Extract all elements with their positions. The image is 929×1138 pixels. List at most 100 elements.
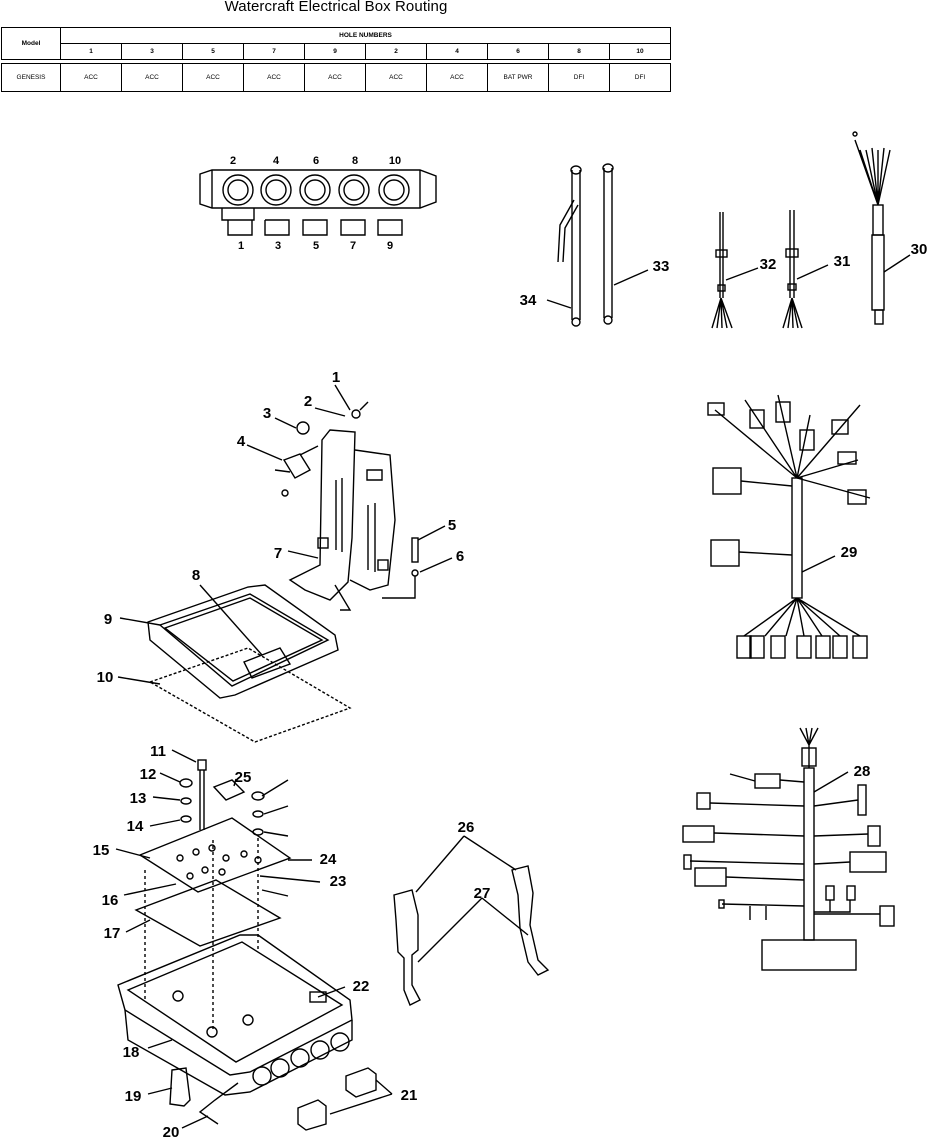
table-cell: ACC [426,63,488,92]
fuse-illustration [382,537,419,599]
hole-label-bottom: 9 [387,240,393,252]
callout-5: 5 [448,517,456,534]
callout-26: 26 [458,819,475,836]
hole-label-top: 8 [352,155,358,167]
callout-27: 27 [474,885,491,902]
cable-32-illustration [711,212,733,329]
diagram-title: Watercraft Electrical Box Routing [224,0,448,15]
callout-7: 7 [274,545,282,562]
callout-10: 10 [97,669,114,686]
model-header: Model [1,27,61,60]
connector-cap-illustration [297,1067,377,1131]
table-row: GENESIS ACC ACC ACC ACC ACC ACC ACC BAT … [1,63,671,92]
table-cell: ACC [243,63,305,92]
callout-14: 14 [127,818,144,835]
callout-2: 2 [304,393,312,410]
leader-line [883,254,911,273]
leader-line [329,1079,393,1115]
cable-31-illustration [782,210,803,329]
leader-line [801,555,836,573]
callout-12: 12 [140,766,157,783]
leader-line [259,875,321,883]
table-cell: ACC [60,63,122,92]
callout-18: 18 [123,1044,140,1061]
leader-line [115,848,151,859]
hole-label-bottom: 3 [275,240,281,252]
hole-label-bottom: 7 [350,240,356,252]
adapter-cable-illustration [393,865,550,1006]
gasket-illustration [148,647,352,743]
callout-21: 21 [401,1087,418,1104]
table-cell: ACC [121,63,183,92]
leader-line [119,617,161,626]
leader-line [796,264,829,280]
table-cell: DFI [548,63,610,92]
screw-illustration [197,759,207,830]
leader-line [274,417,297,429]
table-cell: DFI [609,63,671,92]
callout-20: 20 [163,1124,180,1138]
hole-label-top: 6 [313,155,319,167]
callout-8: 8 [192,567,200,584]
relay-illustration [212,779,246,801]
leader-line [314,407,346,417]
wire-illustration [198,1082,239,1125]
leader-line [419,557,453,573]
hole-label-bottom: 5 [313,240,319,252]
leader-line [417,525,446,541]
leader-line [263,805,289,815]
callout-23: 23 [330,873,347,890]
callout-1: 1 [332,369,340,386]
callout-24: 24 [320,851,337,868]
table-cell: ACC [182,63,244,92]
leader-line [813,771,849,793]
leader-line [261,779,289,797]
hole-label-top: 2 [230,155,236,167]
table-cell: BAT PWR [487,63,549,92]
callout-25: 25 [235,769,252,786]
hole-header: 9 [304,43,366,60]
hole-header: 5 [182,43,244,60]
leader-line [199,584,263,656]
spacer-illustration [179,778,265,836]
grommet-illustration [296,401,369,435]
leader-line [287,550,319,559]
box-lid-illustration [147,584,339,699]
leader-line [246,444,283,461]
callout-16: 16 [102,892,119,909]
callout-15: 15 [93,842,110,859]
leader-line [149,819,181,827]
leader-line [546,299,572,309]
leader-line [233,778,237,787]
leader-line [117,676,161,685]
hole-label-bottom: 1 [238,240,244,252]
leader-line [181,1115,209,1129]
callout-6: 6 [456,548,464,565]
callout-17: 17 [104,925,121,942]
leader-line [415,835,517,893]
callout-30: 30 [911,241,928,258]
leader-line [417,897,529,963]
leader-line [147,1087,173,1095]
leader-line [725,267,759,281]
table-cell: ACC [365,63,427,92]
hole-block-illustration [199,169,437,236]
hole-label-top: 10 [389,155,401,167]
callout-29: 29 [841,544,858,561]
assembly-line [144,838,259,1030]
electrical-box-illustration [117,934,353,1096]
callout-9: 9 [104,611,112,628]
leader-line [263,831,289,837]
leader-line [147,1039,173,1049]
callout-22: 22 [353,978,370,995]
leader-line [152,796,181,801]
callout-3: 3 [263,405,271,422]
leader-line [613,269,649,286]
leader-line [261,889,289,897]
leader-line [171,749,197,763]
hole-header: 8 [548,43,610,60]
callout-13: 13 [130,790,147,807]
callout-11: 11 [150,743,166,760]
mounting-plate-illustration [288,429,396,611]
hole-header: 10 [609,43,671,60]
